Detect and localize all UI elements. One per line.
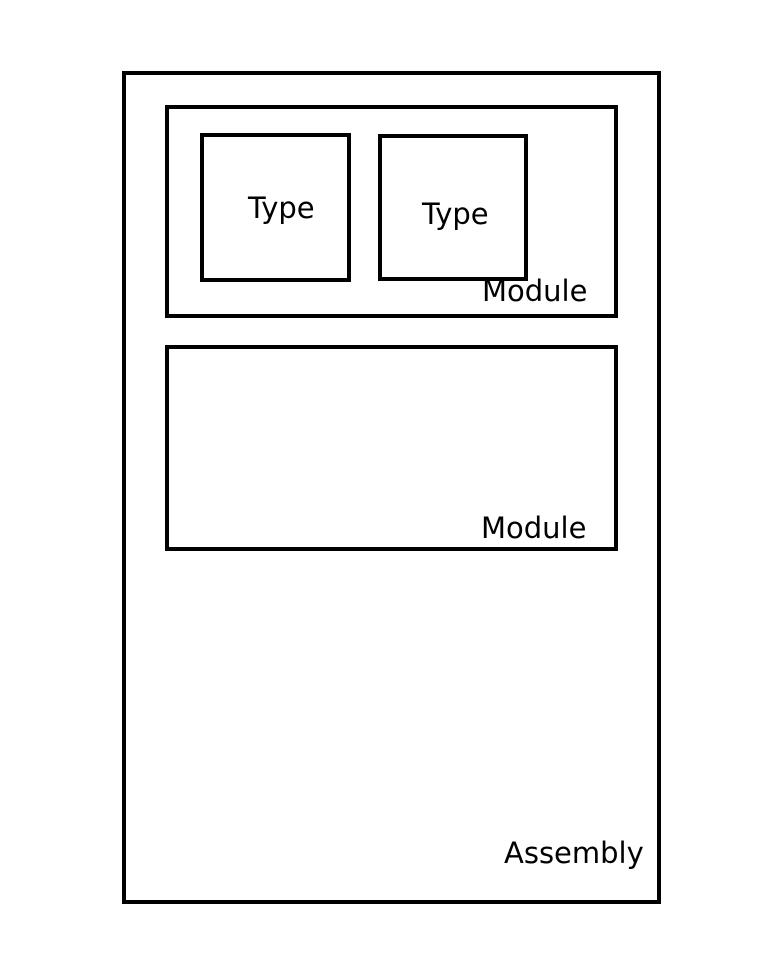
- assembly-label: Assembly: [504, 836, 644, 870]
- assembly-box: [122, 71, 661, 904]
- type-label-1: Type: [248, 191, 315, 225]
- module-box-1: [165, 105, 618, 318]
- module-box-2: [165, 345, 618, 551]
- module-label-1: Module: [482, 274, 588, 308]
- type-box-1: [200, 133, 351, 282]
- type-box-2: [378, 134, 528, 281]
- type-label-2: Type: [422, 197, 489, 231]
- module-label-2: Module: [481, 511, 587, 545]
